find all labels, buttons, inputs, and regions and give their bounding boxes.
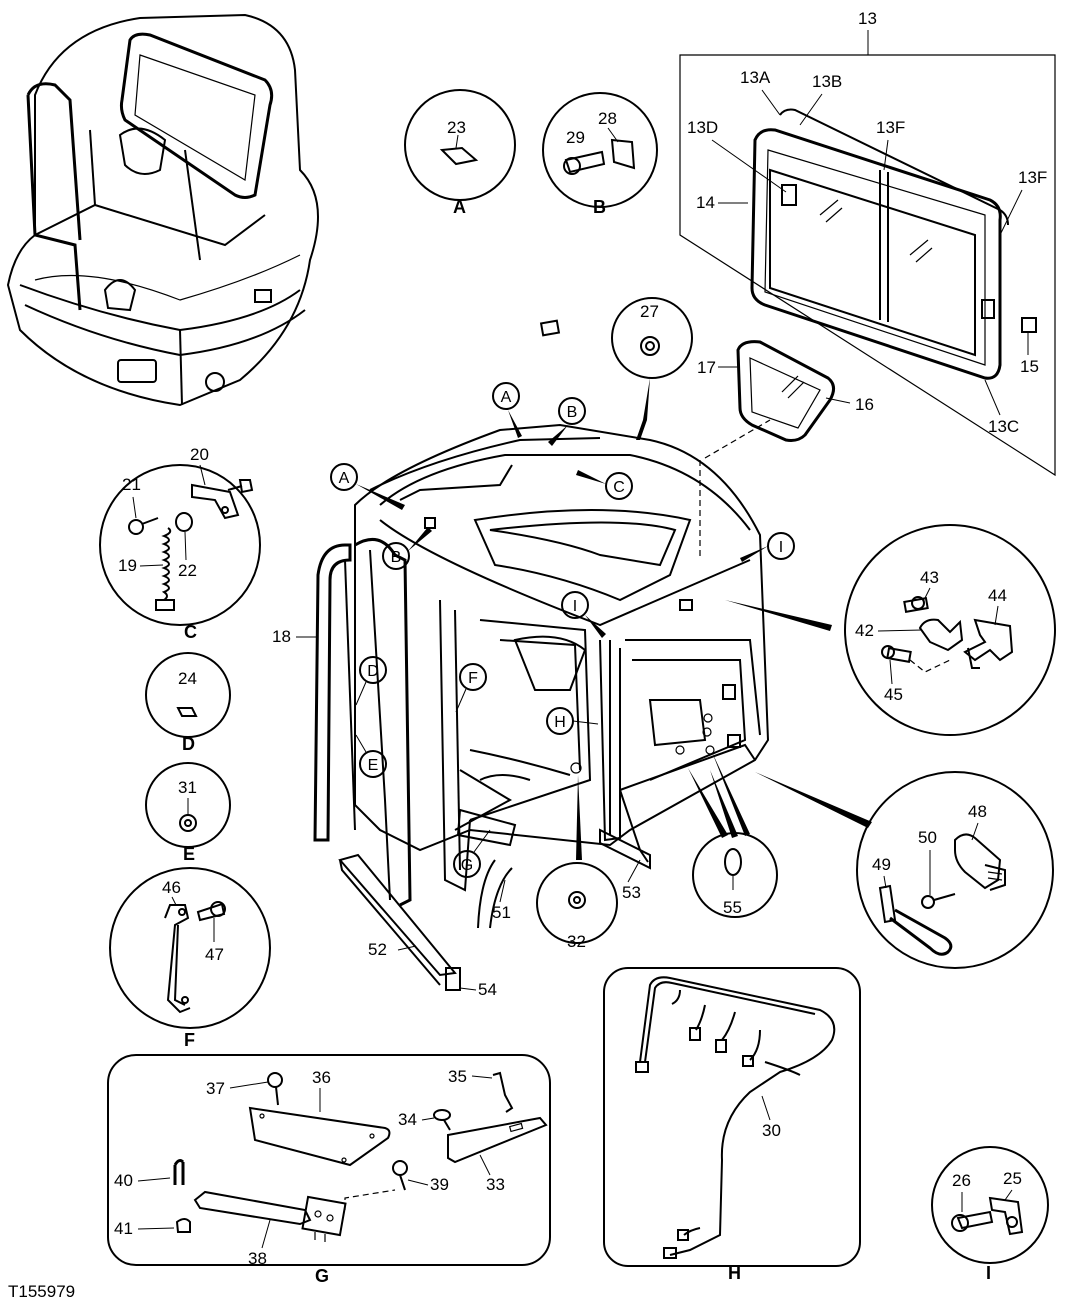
callout-15: 15 [1020, 357, 1039, 376]
detail-e: 31 E [145, 762, 231, 864]
detail-caption-i: I [986, 1263, 991, 1283]
callout-45: 45 [884, 685, 903, 704]
callout-32: 32 [567, 932, 586, 951]
cab-ref-e-1: E [368, 757, 379, 774]
callout-13c: 13C [988, 417, 1019, 436]
cab-ref-b-2: B [391, 549, 402, 566]
callout-50: 50 [918, 828, 937, 847]
cab-frame [354, 319, 770, 929]
seals-and-strips: 18 52 54 51 53 [272, 537, 651, 999]
detail-caption-d: D [182, 734, 195, 754]
callout-42: 42 [855, 621, 874, 640]
callout-25: 25 [1003, 1169, 1022, 1188]
callout-48: 48 [968, 802, 987, 821]
detail-caption-f: F [184, 1030, 195, 1050]
callout-22: 22 [178, 561, 197, 580]
callout-55: 55 [723, 898, 742, 917]
cab-ref-f-1: F [468, 670, 478, 687]
callout-13: 13 [858, 9, 877, 28]
detail-i: 26 25 I [931, 1146, 1049, 1283]
callout-16: 16 [855, 395, 874, 414]
callout-19: 19 [118, 556, 137, 575]
detail-caption-g: G [315, 1266, 329, 1286]
callout-46: 46 [162, 878, 181, 897]
machine-overview [6, 13, 319, 407]
cab-ref-a-2: A [339, 470, 350, 487]
detail-caption-b: B [593, 197, 606, 217]
callout-20: 20 [190, 445, 209, 464]
callout-31: 31 [178, 778, 197, 797]
callout-52: 52 [368, 940, 387, 959]
detail-caption-a: A [453, 197, 466, 217]
detail-f: 46 47 F [109, 867, 271, 1050]
cab-ref-g-1: G [461, 857, 473, 874]
callout-28: 28 [598, 109, 617, 128]
callout-38: 38 [248, 1249, 267, 1268]
callout-40: 40 [114, 1171, 133, 1190]
cab-ref-i-1: I [779, 539, 783, 556]
cab-ref-i-2: I [573, 598, 577, 615]
callout-18: 18 [272, 627, 291, 646]
callout-51: 51 [492, 903, 511, 922]
callout-54: 54 [478, 980, 497, 999]
window-assembly-13: 13 13A 13B 13D 13F 13F 14 15 13C [679, 9, 1056, 477]
callout-14: 14 [696, 193, 715, 212]
callout-37: 37 [206, 1079, 225, 1098]
side-window-16-17: 17 16 [697, 340, 874, 442]
callout-21: 21 [122, 475, 141, 494]
detail-a: 23 A [404, 89, 516, 217]
callout-23: 23 [447, 118, 466, 137]
detail-caption-e: E [183, 844, 195, 864]
cab-ref-d-1: D [367, 663, 379, 680]
cab-ref-b-1: B [567, 404, 578, 421]
callout-53: 53 [622, 883, 641, 902]
callout-47: 47 [205, 945, 224, 964]
callout-43: 43 [920, 568, 939, 587]
callout-13f-b: 13F [1018, 168, 1047, 187]
figure-id: T155979 [8, 1282, 75, 1300]
callout-24: 24 [178, 669, 197, 688]
callout-36: 36 [312, 1068, 331, 1087]
callout-13a: 13A [740, 68, 771, 87]
callout-34: 34 [398, 1110, 417, 1129]
detail-clamp-42-45: 43 44 42 45 [844, 524, 1056, 736]
detail-caption-c: C [184, 622, 197, 642]
callout-33: 33 [486, 1175, 505, 1194]
callout-13d: 13D [687, 118, 718, 137]
callout-39: 39 [430, 1175, 449, 1194]
callout-49: 49 [872, 855, 891, 874]
detail-h: 30 H [603, 967, 861, 1283]
detail-b: 29 28 B [542, 92, 658, 217]
cab-reference-bubbles: A B A C B I I D F H E G [330, 382, 795, 878]
cab-ref-h-1: H [554, 714, 566, 731]
callout-13f-a: 13F [876, 118, 905, 137]
detail-lock-48-50: 48 50 49 [856, 771, 1054, 969]
detail-nut-27: 27 [611, 297, 693, 440]
detail-nut-32: 32 [536, 862, 618, 951]
callout-29: 29 [566, 128, 585, 147]
callout-44: 44 [988, 586, 1007, 605]
detail-caption-h: H [728, 1263, 741, 1283]
callout-30: 30 [762, 1121, 781, 1140]
callout-13b: 13B [812, 72, 842, 91]
callout-17: 17 [697, 358, 716, 377]
cab-ref-c-1: C [613, 479, 625, 496]
callout-41: 41 [114, 1219, 133, 1238]
detail-g: 36 37 35 34 33 39 40 41 38 G [107, 1054, 551, 1286]
callout-35: 35 [448, 1067, 467, 1086]
cab-ref-a-1: A [501, 389, 512, 406]
detail-plug-55: 55 [692, 832, 778, 918]
callout-27: 27 [640, 302, 659, 321]
detail-d: 24 D [145, 652, 231, 754]
callout-26: 26 [952, 1171, 971, 1190]
detail-c: 20 21 19 22 C [99, 445, 261, 642]
